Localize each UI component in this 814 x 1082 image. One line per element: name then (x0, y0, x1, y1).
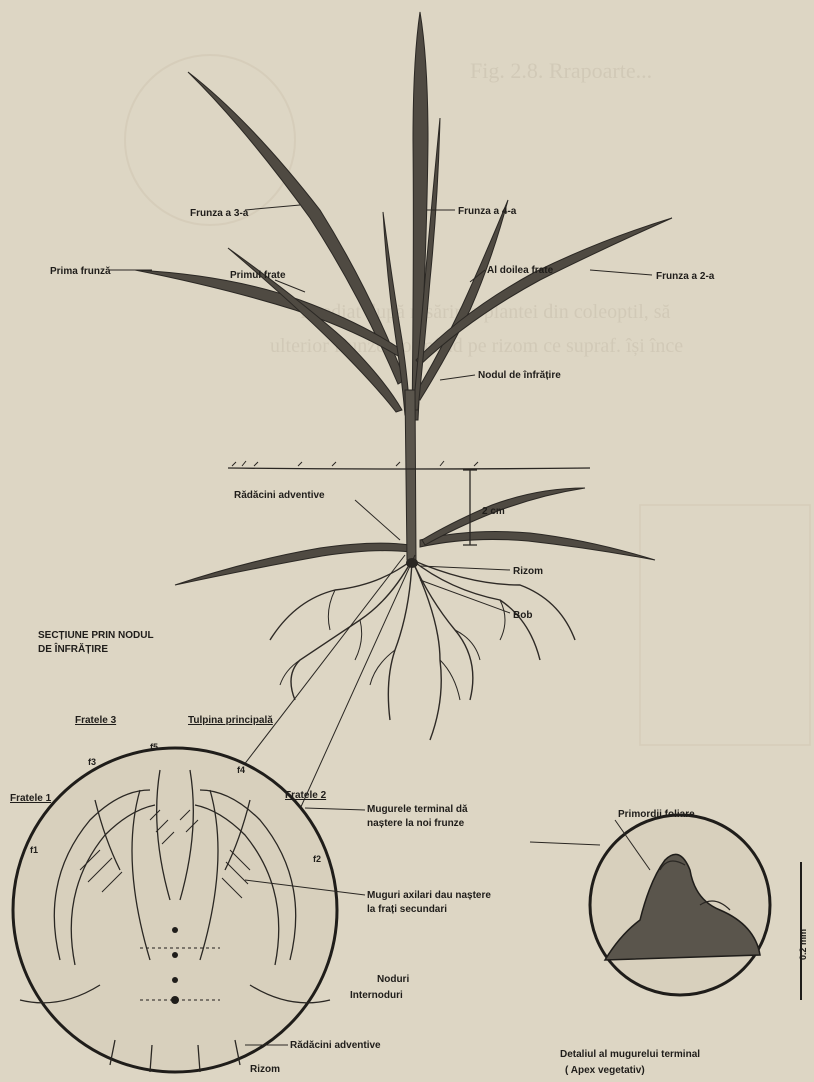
background-bleedthrough: Fig. 2.8. Rrapoarte... Imediat după răsă… (125, 55, 810, 745)
leader-nodul (440, 375, 475, 380)
leader-lines (110, 205, 652, 820)
leader-radacini (355, 500, 400, 540)
plant-leaves (135, 12, 672, 585)
node-dot (172, 952, 178, 958)
section-title-line2: DE ÎNFRĂȚIRE (38, 642, 108, 655)
label-fratele-1: Fratele 1 (10, 793, 52, 804)
label-noduri: Noduri (377, 974, 409, 985)
plant-labels: Frunza a 3-a Frunza a 4-a Prima frunză P… (50, 206, 715, 621)
label-rizom-bottom: Rizom (250, 1064, 280, 1075)
label-rizom: Rizom (513, 566, 543, 577)
bg-circle (125, 55, 295, 225)
bg-text-1: Fig. 2.8. Rrapoarte... (470, 58, 652, 83)
label-bob: Bob (513, 610, 532, 621)
root-system (270, 558, 575, 740)
label-distance: 2 cm (482, 506, 505, 517)
label-primul-frate: Primul frate (230, 270, 286, 281)
root (270, 560, 412, 640)
label-muguri-terminali-line1: Mugurele terminal dă (367, 804, 468, 815)
label-radacini-adventive-bottom: Rădăcini adventive (290, 1040, 381, 1051)
label-nodul-infratire: Nodul de înfrățire (478, 370, 561, 381)
label-f3: f3 (88, 757, 96, 767)
zoom-line-left (240, 555, 405, 770)
leaf-low-left (175, 543, 410, 585)
label-f2: f2 (313, 854, 321, 864)
bg-table (640, 505, 810, 745)
leader-detail (530, 842, 600, 845)
main-stem (405, 390, 416, 560)
detail-circle: Primordii foliare Detaliul al mugurelui … (530, 809, 808, 1076)
seed-bob (406, 558, 418, 568)
leader-bob (420, 580, 510, 613)
node-dot (172, 927, 178, 933)
root (388, 560, 412, 720)
label-primordii-foliare: Primordii foliare (618, 809, 695, 820)
leader-frunza2 (590, 270, 652, 275)
label-detaliu: Detaliul al mugurelui terminal (560, 1049, 700, 1060)
label-f5: f5 (150, 742, 158, 752)
leader-frunza3 (245, 205, 300, 210)
label-apex: ( Apex vegetativ) (565, 1065, 645, 1076)
root (291, 560, 412, 700)
label-internoduri: Internoduri (350, 990, 403, 1001)
label-fratele-2: Fratele 2 (285, 790, 327, 801)
root (412, 560, 441, 740)
label-frunza-2: Frunza a 2-a (656, 271, 715, 282)
label-fratele-3: Fratele 3 (75, 715, 117, 726)
label-tulpina-principala: Tulpina principală (188, 715, 273, 726)
label-muguri-axilari-line2: la frați secundari (367, 904, 447, 915)
soil-hatching (232, 461, 478, 466)
label-scale: 0.2 mm (798, 929, 808, 960)
leader-terminal (305, 808, 365, 810)
label-muguri-axilari-line1: Muguri axilari dau naștere (367, 890, 491, 901)
zoom-line-right (295, 555, 415, 820)
section-title-line1: SECȚIUNE PRIN NODUL (38, 630, 154, 641)
label-frunza-3: Frunza a 3-a (190, 208, 249, 219)
label-f1: f1 (30, 845, 38, 855)
label-muguri-terminali-line2: naștere la noi frunze (367, 818, 465, 829)
node-dot (172, 977, 178, 983)
label-frunza-4: Frunza a 4-a (458, 206, 517, 217)
leaf-low-right (420, 532, 655, 560)
label-f4: f4 (237, 765, 245, 775)
root-hairs (280, 590, 505, 700)
label-prima-frunza: Prima frunză (50, 266, 111, 277)
label-radacini-adventive: Rădăcini adventive (234, 490, 325, 501)
label-al-doilea-frate: Al doilea frate (487, 265, 554, 276)
